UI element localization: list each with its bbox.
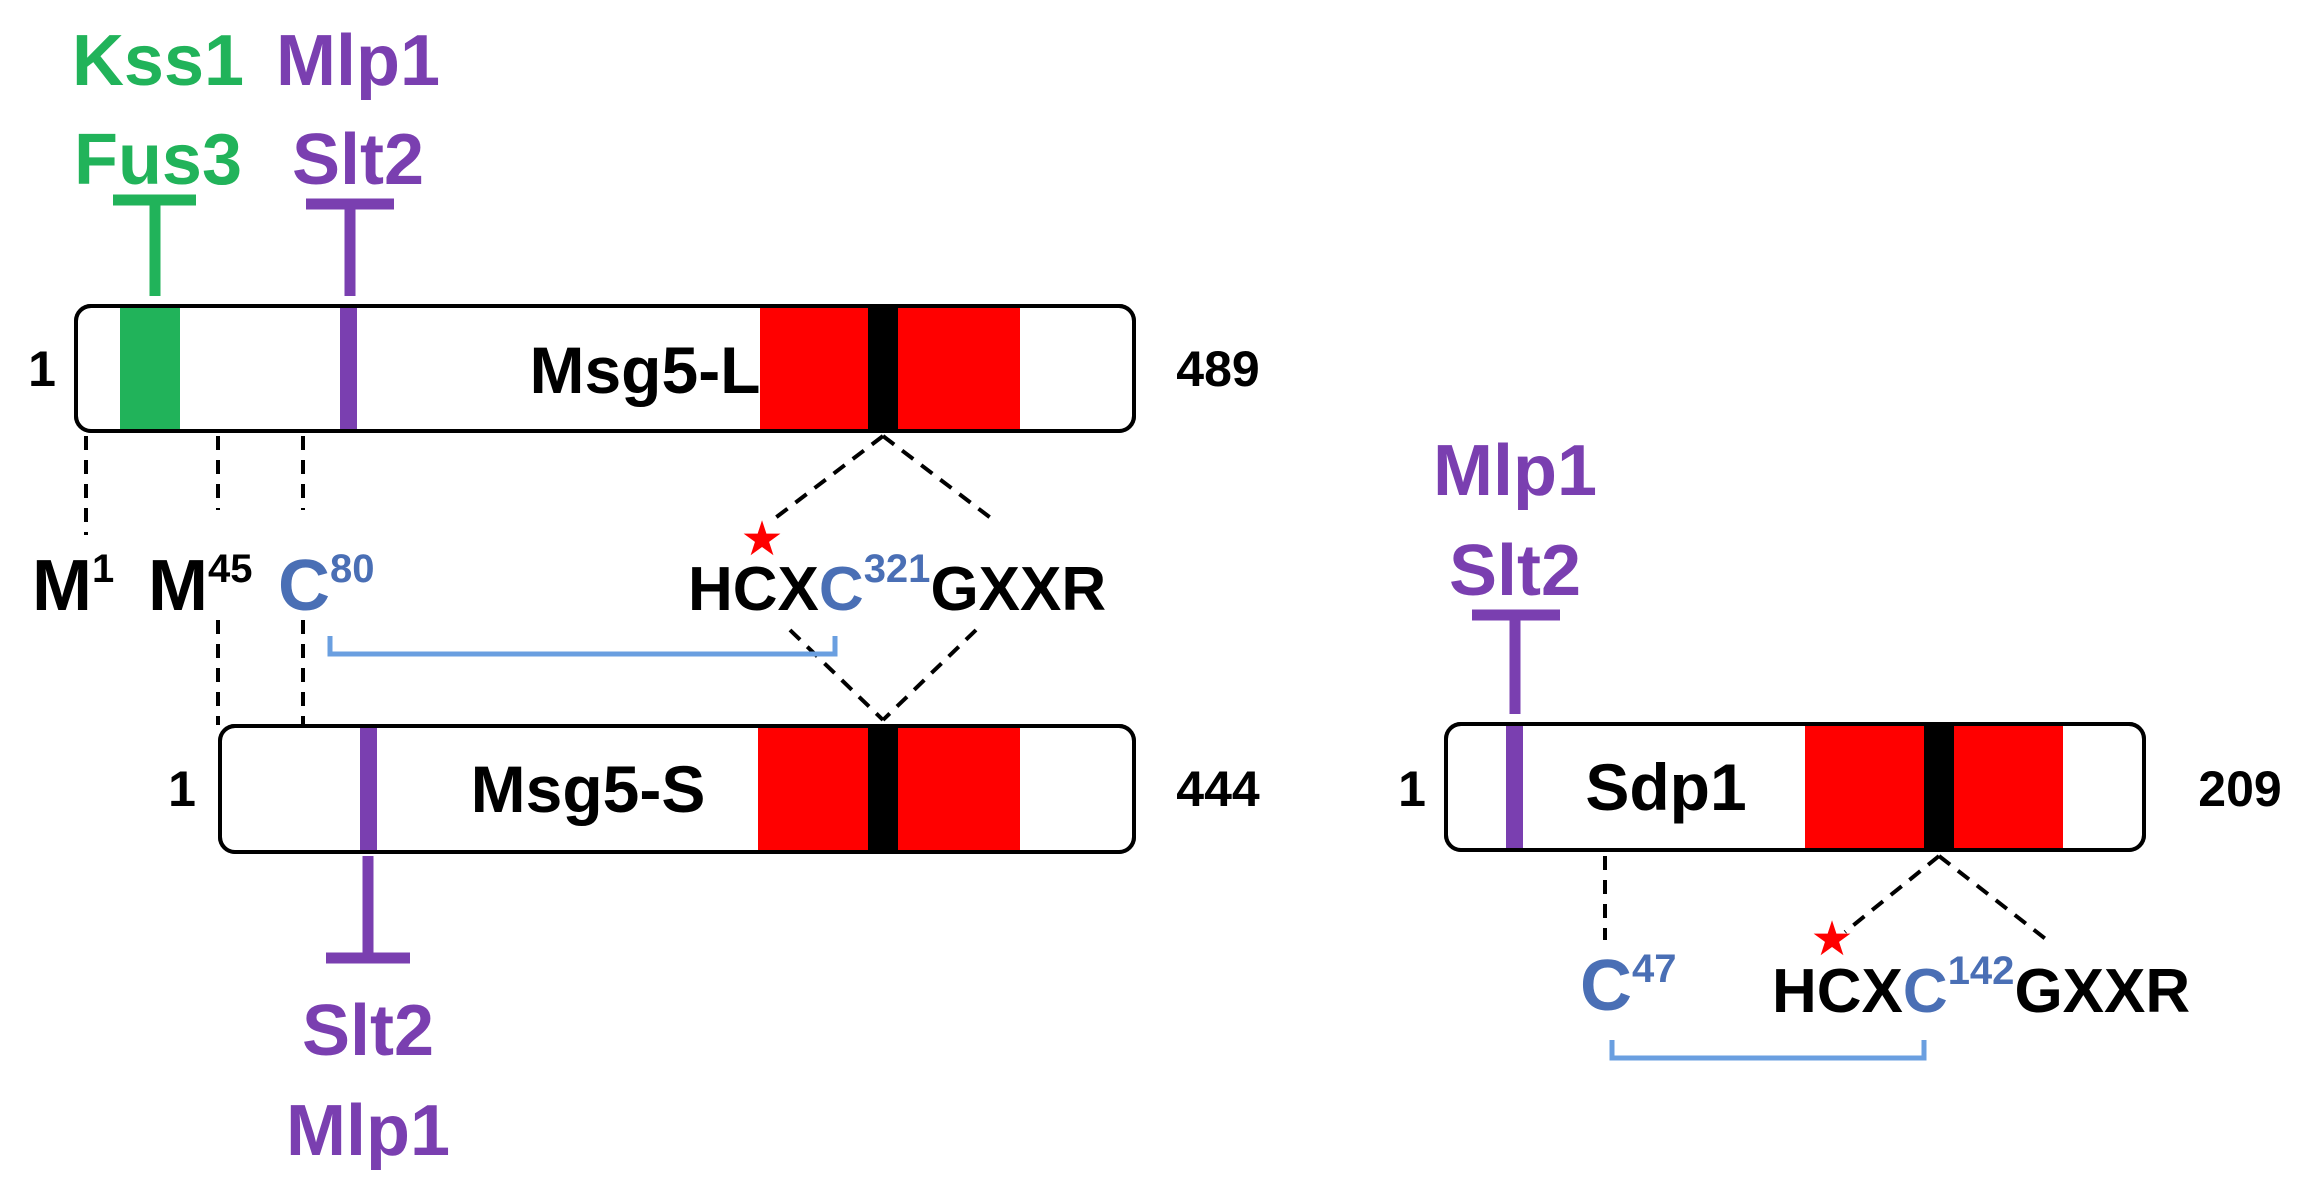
residue-c80: C80 [278,546,375,626]
msg5s-active-site [868,728,898,850]
sdp1-motif: HCXC142GXXR [1772,949,2190,1026]
msg5s-group: Msg5-S 1 444 Slt2 Mlp1 [168,724,1260,1171]
msg5s-purple-site [360,728,377,850]
sdp1-residue-labels: C47 ★ HCXC142GXXR [1580,913,2190,1026]
msg5s-start: 1 [168,761,196,817]
msg5-motif: HCXC321GXXR [688,547,1106,624]
sdp1-dashed-connectors [1603,854,2049,942]
msg5-disulfide-bracket [327,636,838,657]
msg5l-kinase-fus3: Fus3 [74,120,242,200]
msg5l-active-site [868,308,898,429]
msg5l-group: Kss1 Fus3 Mlp1 Slt2 Msg5-L 1 489 [28,21,1260,433]
sdp1-group: Mlp1 Slt2 Sdp1 1 209 [1398,431,2282,852]
msg5s-kinase-mlp1: Mlp1 [286,1091,450,1171]
msg5l-green-site [120,308,180,429]
msg5-dashed-connectors [84,434,998,725]
sdp1-catalytic-star-icon: ★ [1810,913,1853,966]
msg5l-start: 1 [28,341,56,397]
msg5l-kinase-slt2: Slt2 [292,120,424,200]
msg5s-purple-inhibition-symbol [326,856,410,964]
sdp1-start: 1 [1398,761,1426,817]
residue-m45: M45 [148,546,252,626]
msg5l-green-inhibition-symbol [113,194,196,296]
sdp1-active-site [1924,726,1954,848]
msg5s-kinase-slt2: Slt2 [302,991,434,1071]
msg5l-name: Msg5-L [530,333,761,407]
sdp1-end: 209 [2198,761,2281,817]
sdp1-purple-inhibition-symbol [1472,609,1560,714]
msg5l-end: 489 [1176,341,1259,397]
msg5l-kinase-kss1: Kss1 [72,21,244,101]
residue-c47: C47 [1580,946,1677,1026]
sdp1-kinase-slt2: Slt2 [1449,531,1581,611]
msg5-residue-labels: M1 M45 C80 ★ HCXC321GXXR [32,513,1106,626]
sdp1-kinase-mlp1: Mlp1 [1433,431,1597,511]
msg5s-name: Msg5-S [471,752,706,826]
sdp1-purple-site [1506,726,1523,848]
residue-m1: M1 [32,546,114,626]
msg5l-purple-site [340,308,357,429]
msg5l-kinase-mlp1: Mlp1 [276,21,440,101]
msg5-catalytic-star-icon: ★ [740,513,783,566]
msg5l-purple-inhibition-symbol [306,198,394,296]
sdp1-name: Sdp1 [1585,750,1746,824]
sdp1-disulfide-bracket [1609,1040,1927,1061]
msg5s-end: 444 [1176,761,1260,817]
